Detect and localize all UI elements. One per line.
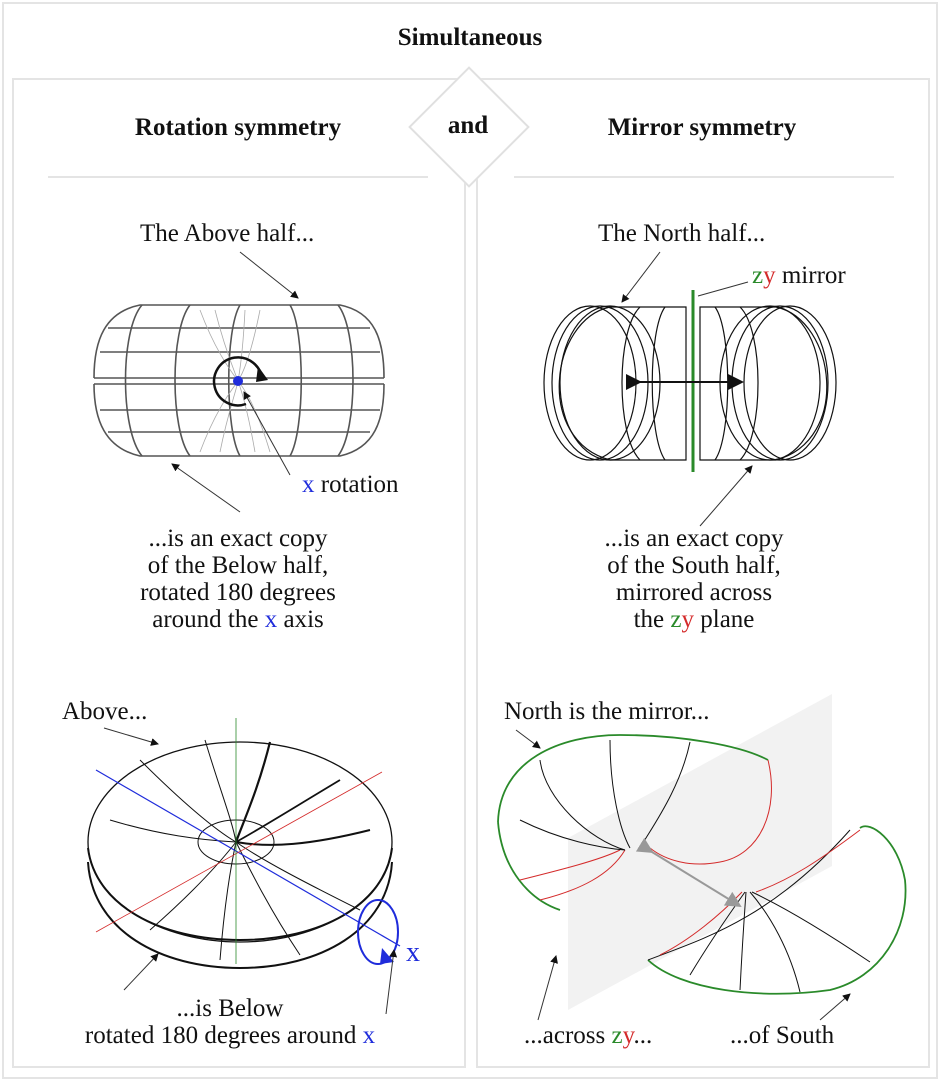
leader-below-half [171, 463, 241, 513]
mirror-desc-line3: mirrored across [615, 579, 773, 606]
rotation-description: ...is an exact copy of the Below half, r… [48, 525, 428, 633]
mirror-desc-line4-pre: the [633, 606, 671, 633]
rotation-desc-line2: of the Below half, [147, 552, 329, 579]
rotation-desc-line4-post: axis [277, 606, 324, 633]
mirror-desc-z: z [670, 606, 682, 633]
mirror-desc-line4-post: plane [694, 606, 755, 633]
mirror-desc-y: y [681, 606, 695, 633]
x-axis-end-label: x [406, 937, 420, 968]
across-zy-label: ...across zy... [524, 1022, 652, 1050]
rotation-desc-line4: around the x axis [48, 606, 428, 633]
across-z: z [611, 1022, 623, 1049]
right-header: Mirror symmetry [607, 114, 797, 141]
leader-north [515, 729, 541, 749]
above-label: Above... [62, 698, 148, 725]
below-line2: rotated 180 degrees around x [30, 1022, 430, 1049]
x-rotation-loop-head [380, 948, 394, 964]
above-half-label: The Above half... [140, 220, 315, 247]
leader-north-half [621, 251, 661, 303]
leader-across-zy [537, 955, 558, 1021]
north-south-double-arrow [635, 837, 742, 908]
leader-x-axis [385, 949, 398, 1015]
north-half-label: The North half... [598, 220, 766, 247]
and-label: and [447, 112, 489, 139]
across-post: ... [633, 1022, 653, 1049]
below-line2-axis: x [362, 1022, 376, 1049]
rotation-desc-line4-pre: around the [152, 606, 265, 633]
mirror-desc-line4: the zy plane [504, 606, 884, 633]
x-axis-dot [233, 376, 243, 386]
rotation-desc-line1: ...is an exact copy [148, 525, 328, 552]
leader-above [103, 727, 159, 746]
mirror-z: z [752, 262, 764, 289]
rotation-word: rotation [314, 471, 399, 498]
mirror-word: mirror [775, 262, 846, 289]
north-mirror-label: North is the mirror... [504, 698, 710, 725]
and-connector: and [408, 66, 530, 188]
below-description: ...is Below rotated 180 degrees around x [30, 995, 430, 1049]
leader-south [819, 993, 851, 1021]
leader-x-rotation [243, 391, 291, 476]
mirror-desc-line2: of the South half, [607, 552, 781, 579]
rotation-arrow [212, 356, 264, 407]
torus-x-axis [95, 769, 401, 947]
north-half-torus [497, 734, 772, 911]
of-south-label: ...of South [730, 1022, 835, 1049]
rotation-desc-axis: x [264, 606, 278, 633]
mirror-desc-line1: ...is an exact copy [604, 525, 784, 552]
rotation-arrow-head [256, 366, 268, 382]
leader-above-half [239, 251, 299, 299]
right-divider [514, 176, 894, 178]
zy-mirror-label: zy mirror [752, 262, 846, 290]
leader-below [123, 953, 159, 991]
left-header: Rotation symmetry [134, 114, 342, 141]
x-rotation-label: x rotation [302, 471, 399, 499]
left-panel [12, 78, 466, 1068]
right-panel [476, 78, 930, 1068]
below-line2-pre: rotated 180 degrees around [84, 1022, 363, 1049]
torus-y-axis [95, 771, 383, 933]
leader-south-half [699, 465, 753, 527]
across-pre: ...across [524, 1022, 612, 1049]
page-title: Simultaneous [397, 24, 543, 51]
across-y: y [622, 1022, 634, 1049]
rotation-cylinder-diagram [93, 304, 385, 457]
below-line1: ...is Below [176, 995, 284, 1022]
x-rotation-loop [357, 899, 399, 965]
mirror-description: ...is an exact copy of the South half, m… [504, 525, 884, 633]
leader-zy-mirror [697, 281, 749, 297]
rotation-desc-line3: rotated 180 degrees [140, 579, 336, 606]
mirror-y: y [763, 262, 776, 289]
left-divider [48, 176, 428, 178]
x-axis-letter: x [302, 471, 315, 498]
